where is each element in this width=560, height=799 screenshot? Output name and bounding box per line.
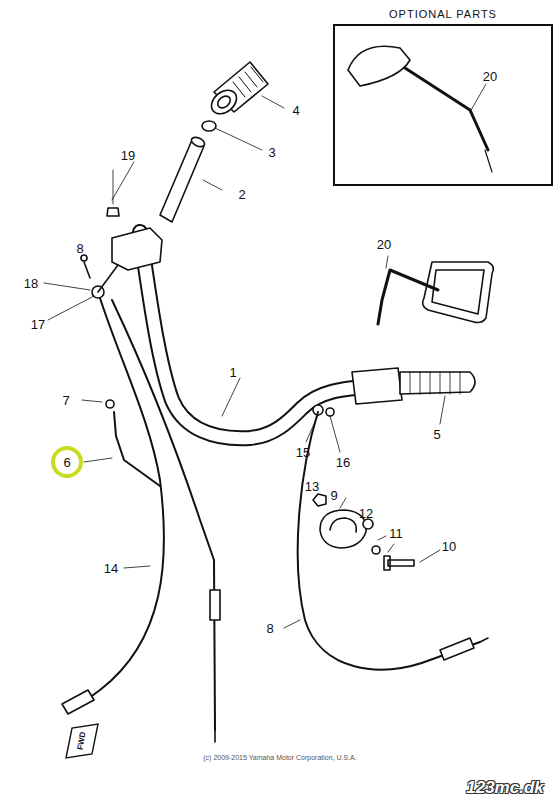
callout-number: 9 [330,489,337,502]
callout-number: 8 [76,242,83,255]
callout-number: 13 [305,480,319,493]
watermark: 123mc.dk [466,779,544,796]
callout-number: 6 [63,456,70,469]
inset-heading: OPTIONAL PARTS [333,8,553,20]
callout-number: 12 [359,507,373,520]
callout-number: 15 [296,446,310,459]
inset-border [333,24,553,186]
copyright-note: (c) 2009-2015 Yamaha Motor Corporation, … [203,754,356,761]
callout-number: 17 [31,318,45,331]
callout-number: 11 [389,527,403,540]
callout-number: 2 [238,188,245,201]
callout-number: 14 [104,562,118,575]
callout-number: 5 [433,428,440,441]
callout-number: 20 [377,238,391,251]
inset-box: OPTIONAL PARTS [333,8,553,186]
callout-number: 18 [24,277,38,290]
callout-number: 7 [62,394,69,407]
callout-number: 8 [266,622,273,635]
callout-number: 16 [336,456,350,469]
callout-number: 4 [292,104,299,117]
callout-number: 20 [483,70,497,83]
callout-number: 3 [268,146,275,159]
callout-number: 10 [442,540,456,553]
callout-number: 1 [229,366,236,379]
callout-number: 19 [121,149,135,162]
